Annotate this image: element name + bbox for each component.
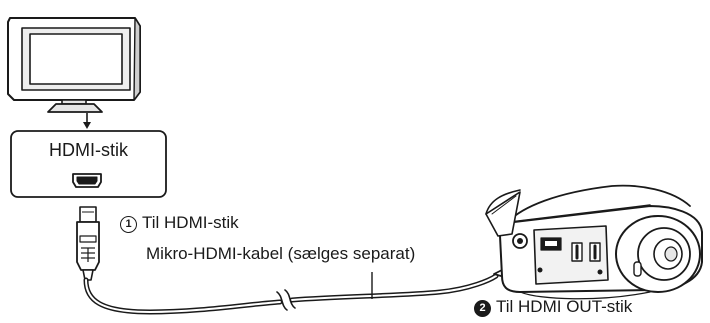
camera-icon (485, 184, 703, 300)
step2-number: 2 (474, 300, 491, 317)
step1-label: Til HDMI-stik (142, 213, 239, 232)
cable-label: Mikro-HDMI-kabel (sælges separat) (146, 244, 416, 263)
tv-hdmi-port-label: HDMI-stik (49, 140, 128, 160)
tv-to-port-arrow (83, 113, 91, 129)
hdmi-port-box (10, 130, 167, 198)
step2-label: Til HDMI OUT-stik (496, 297, 633, 316)
hdmi-cable (83, 273, 499, 315)
tv-icon (7, 17, 141, 113)
step1-callout: 1 Til HDMI-stik (120, 213, 239, 233)
hdmi-plug-icon (76, 206, 100, 281)
step1-number: 1 (120, 216, 137, 233)
hdmi-port-icon (72, 173, 102, 188)
step2-callout: 2 Til HDMI OUT-stik (474, 297, 632, 317)
